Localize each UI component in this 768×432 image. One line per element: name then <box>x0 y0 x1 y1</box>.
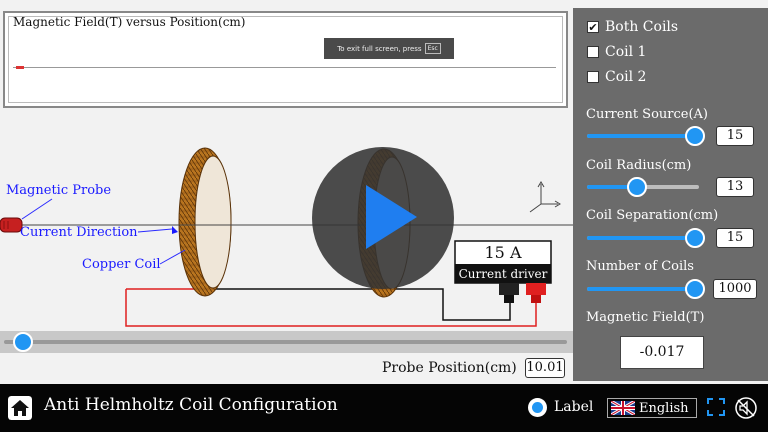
number-of-coils-label: Number of Coils <box>586 259 694 274</box>
magnetic-field-value: -0.017 <box>620 336 704 369</box>
checkbox-label: Coil 1 <box>605 44 647 60</box>
black-wire <box>205 288 511 321</box>
coil-radius-slider[interactable] <box>587 177 699 197</box>
graph-probe-marker <box>16 66 24 69</box>
language-label: English <box>639 400 689 416</box>
checkbox-box[interactable] <box>587 71 599 83</box>
coil-scene-drawing <box>0 147 573 327</box>
coil-scene: Magnetic Probe Current Direction Copper … <box>0 112 573 327</box>
check-icon: ✔ <box>588 20 598 34</box>
checkbox-label: Coil 2 <box>605 69 647 85</box>
label-copper-coil: Copper Coil <box>82 257 161 272</box>
checkbox-box[interactable]: ✔ <box>587 21 599 33</box>
sound-off-icon[interactable] <box>734 396 758 420</box>
label-current-direction: Current Direction <box>20 225 138 240</box>
graph-plot-area <box>8 16 563 103</box>
red-wire <box>125 289 537 327</box>
label-toggle-text: Label <box>554 399 594 415</box>
coil-separation-slider[interactable] <box>587 228 705 248</box>
current-driver <box>454 240 552 303</box>
graph-title: Magnetic Field(T) versus Position(cm) <box>13 15 246 29</box>
app-title: Anti Helmholtz Coil Configuration <box>44 395 338 415</box>
home-icon[interactable] <box>8 396 32 420</box>
probe-position-value[interactable]: 10.01 <box>525 358 565 378</box>
uk-flag-icon <box>611 401 635 415</box>
current-source-value[interactable]: 15 <box>716 126 754 146</box>
driver-caption: Current driver <box>458 267 548 281</box>
language-selector[interactable]: English <box>607 398 697 418</box>
number-of-coils-thumb[interactable] <box>685 279 705 299</box>
fullscreen-tip-text: To exit full screen, press <box>337 44 422 53</box>
field-graph: Magnetic Field(T) versus Position(cm) To… <box>3 11 568 108</box>
fullscreen-tip-key: Esc <box>424 43 441 54</box>
coil-1 <box>178 147 232 297</box>
graph-baseline <box>13 67 556 68</box>
fullscreen-icon[interactable] <box>707 398 725 416</box>
probe-position-slider[interactable] <box>4 340 567 344</box>
checkbox-coil-2[interactable]: Coil 2 <box>587 69 646 85</box>
coil-radius-value[interactable]: 13 <box>716 177 754 197</box>
coil-separation-label: Coil Separation(cm) <box>586 208 719 223</box>
checkbox-box[interactable] <box>587 46 599 58</box>
checkbox-both-coils[interactable]: ✔ Both Coils <box>587 19 678 35</box>
magnetic-probe[interactable] <box>0 217 23 233</box>
label-toggle-radio[interactable] <box>528 398 547 417</box>
number-of-coils-value[interactable]: 1000 <box>713 279 757 299</box>
coil-separation-thumb[interactable] <box>685 228 705 248</box>
driver-current-value: 15 A <box>484 243 522 262</box>
coil-radius-thumb[interactable] <box>626 177 647 197</box>
current-source-thumb[interactable] <box>685 126 705 146</box>
checkbox-label: Both Coils <box>605 19 679 35</box>
bottom-bar: Anti Helmholtz Coil Configuration Label … <box>0 384 768 432</box>
play-button[interactable] <box>312 147 454 289</box>
probe-position-thumb[interactable] <box>12 332 33 352</box>
probe-position-label: Probe Position(cm) <box>382 360 517 376</box>
control-panel: ✔ Both Coils Coil 1 Coil 2 Current Sourc… <box>573 8 768 381</box>
number-of-coils-slider[interactable] <box>587 279 705 299</box>
current-source-slider[interactable] <box>587 126 705 146</box>
coil-radius-label: Coil Radius(cm) <box>586 158 692 173</box>
coil-separation-value[interactable]: 15 <box>716 228 754 248</box>
checkbox-coil-1[interactable]: Coil 1 <box>587 44 646 60</box>
fullscreen-tooltip: To exit full screen, press Esc <box>324 38 454 59</box>
magnetic-field-label: Magnetic Field(T) <box>586 310 705 325</box>
current-source-label: Current Source(A) <box>586 107 708 122</box>
label-magnetic-probe: Magnetic Probe <box>6 183 112 198</box>
axes-icon <box>529 181 561 213</box>
